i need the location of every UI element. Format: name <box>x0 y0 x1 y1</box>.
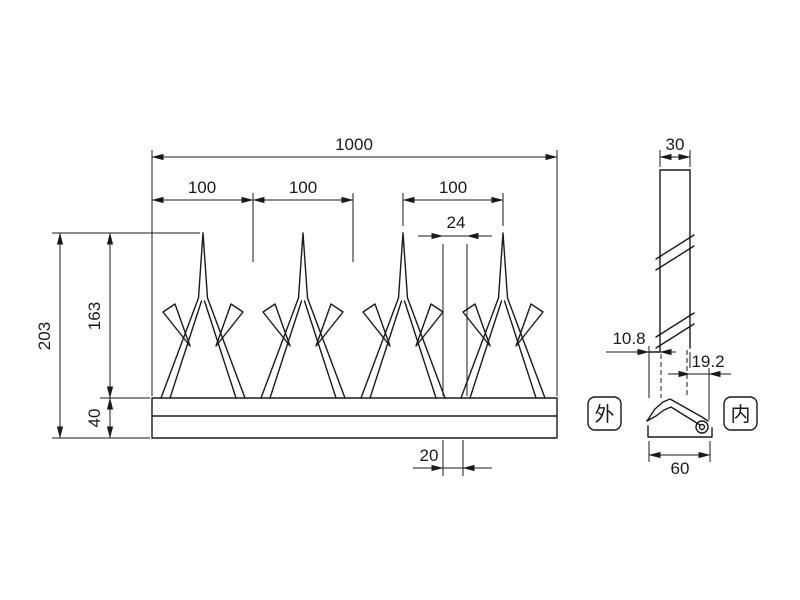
dim-pitch-3: 100 <box>402 178 504 204</box>
dim-pitch-3-label: 100 <box>439 178 467 197</box>
dim-overall-width-label: 1000 <box>335 135 373 154</box>
dim-base-depth-label: 60 <box>671 459 690 478</box>
label-inside: 内 <box>723 396 758 431</box>
dim-front-offset-label: 10.8 <box>612 329 645 348</box>
dim-spike-height-label: 163 <box>85 302 104 330</box>
dim-base-height-label: 40 <box>85 409 104 428</box>
blade-profile <box>648 169 695 398</box>
side-view <box>646 169 713 438</box>
dim-rear-offset: 19.2 <box>668 352 731 378</box>
dim-spike-height: 163 <box>85 232 114 399</box>
dim-pitch-2-label: 100 <box>289 178 317 197</box>
dim-hole-pitch-label: 24 <box>447 213 466 232</box>
front-view <box>151 232 558 439</box>
dim-pitch-2: 100 <box>252 178 354 204</box>
base-rail <box>151 397 558 439</box>
dim-blade-width-label: 30 <box>666 135 685 154</box>
dim-pitch-1-label: 100 <box>188 178 216 197</box>
dim-hole-pitch: 24 <box>418 213 492 240</box>
dim-slot-width: 20 <box>413 446 492 472</box>
dim-total-height-label: 203 <box>35 322 54 350</box>
label-inside-text: 内 <box>731 403 751 426</box>
dim-total-height: 203 <box>35 232 64 439</box>
dim-rear-offset-label: 19.2 <box>691 352 724 371</box>
spike-4 <box>460 232 546 399</box>
dim-pitch-1: 100 <box>151 178 254 204</box>
spike-3 <box>360 232 446 399</box>
dim-blade-width: 30 <box>659 135 691 161</box>
front-extension-lines <box>52 150 558 476</box>
dim-slot-width-label: 20 <box>420 446 439 465</box>
dim-front-offset: 10.8 <box>606 329 676 356</box>
label-outside-text: 外 <box>595 403 615 426</box>
label-outside: 外 <box>587 396 622 431</box>
spike-2 <box>260 232 346 399</box>
dim-base-depth: 60 <box>648 451 711 478</box>
mounting-bracket <box>646 398 713 438</box>
dim-base-height: 40 <box>85 397 114 439</box>
dim-overall-width: 1000 <box>151 135 558 161</box>
spike-1 <box>160 232 246 399</box>
